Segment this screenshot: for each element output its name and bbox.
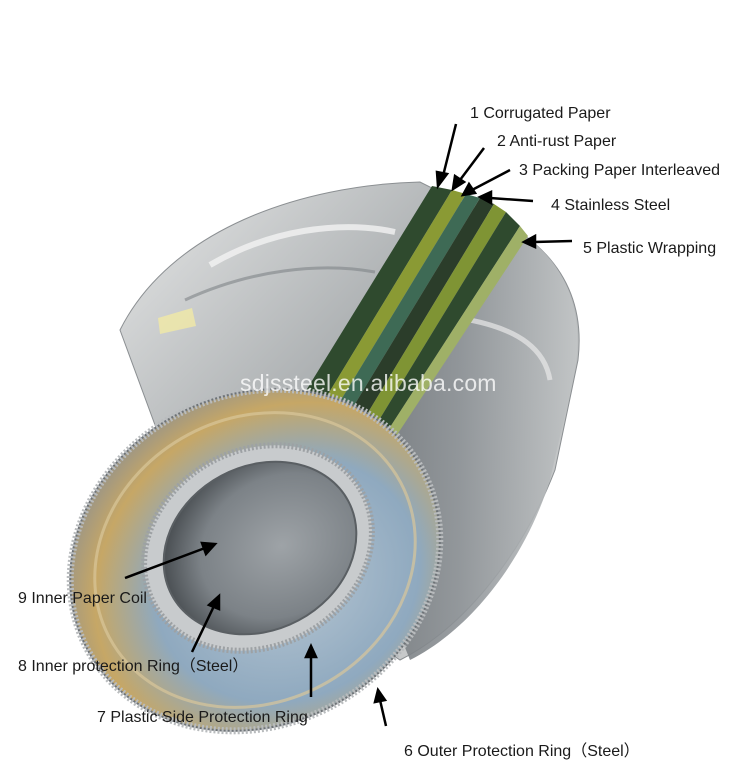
inner-paper-coil — [162, 460, 358, 636]
label-inner-protection-ring: 8 Inner protection Ring（Steel） — [18, 658, 249, 675]
arrowhead-3 — [460, 181, 478, 197]
pointer-arrows — [124, 123, 573, 727]
label-outer-protection-ring: 6 Outer Protection Ring（Steel） — [404, 743, 640, 760]
arrow-5 — [533, 239, 573, 244]
label-stainless-steel: 4 Stainless Steel — [551, 197, 671, 214]
arrow-4 — [489, 196, 534, 203]
label-anti-rust-paper: 2 Anti-rust Paper — [497, 133, 617, 150]
arrowhead-2 — [451, 173, 467, 192]
arrowhead-9 — [200, 541, 218, 557]
coil-band-strip — [208, 224, 396, 268]
label-packing-paper-interleaved: 3 Packing Paper Interleaved — [519, 162, 721, 179]
plastic-side-ring — [93, 411, 417, 709]
layer-plastic-wrapping — [352, 226, 528, 488]
arrowhead-1 — [435, 170, 450, 190]
arrow-8 — [190, 605, 216, 653]
arrow-9 — [124, 546, 206, 580]
arrow-3 — [471, 168, 511, 192]
arrow-2 — [459, 147, 485, 181]
arrowhead-8 — [206, 593, 221, 611]
arrowhead-6 — [373, 687, 388, 704]
label-plastic-side-protection-ring: 7 Plastic Side Protection Ring — [97, 709, 308, 726]
arrow-6 — [378, 699, 388, 727]
outer-protection-ring — [66, 385, 444, 735]
arrow-1 — [441, 123, 458, 177]
watermark: sdjssteel.en.alibaba.com — [240, 370, 497, 396]
arrowhead-7 — [304, 642, 318, 659]
arrowhead-4 — [477, 190, 493, 206]
arrowhead-5 — [521, 233, 537, 249]
layer-stainless-steel-3 — [340, 212, 520, 486]
layer-stainless-steel-2 — [326, 204, 506, 484]
coil-band-strip — [469, 317, 553, 381]
label-corrugated-paper: 1 Corrugated Paper — [470, 105, 611, 122]
label-inner-paper-coil: 9 Inner Paper Coil — [18, 590, 147, 607]
coil-band-strip — [184, 266, 376, 302]
coil-tag — [158, 308, 196, 334]
label-plastic-wrapping: 5 Plastic Wrapping — [583, 240, 717, 257]
